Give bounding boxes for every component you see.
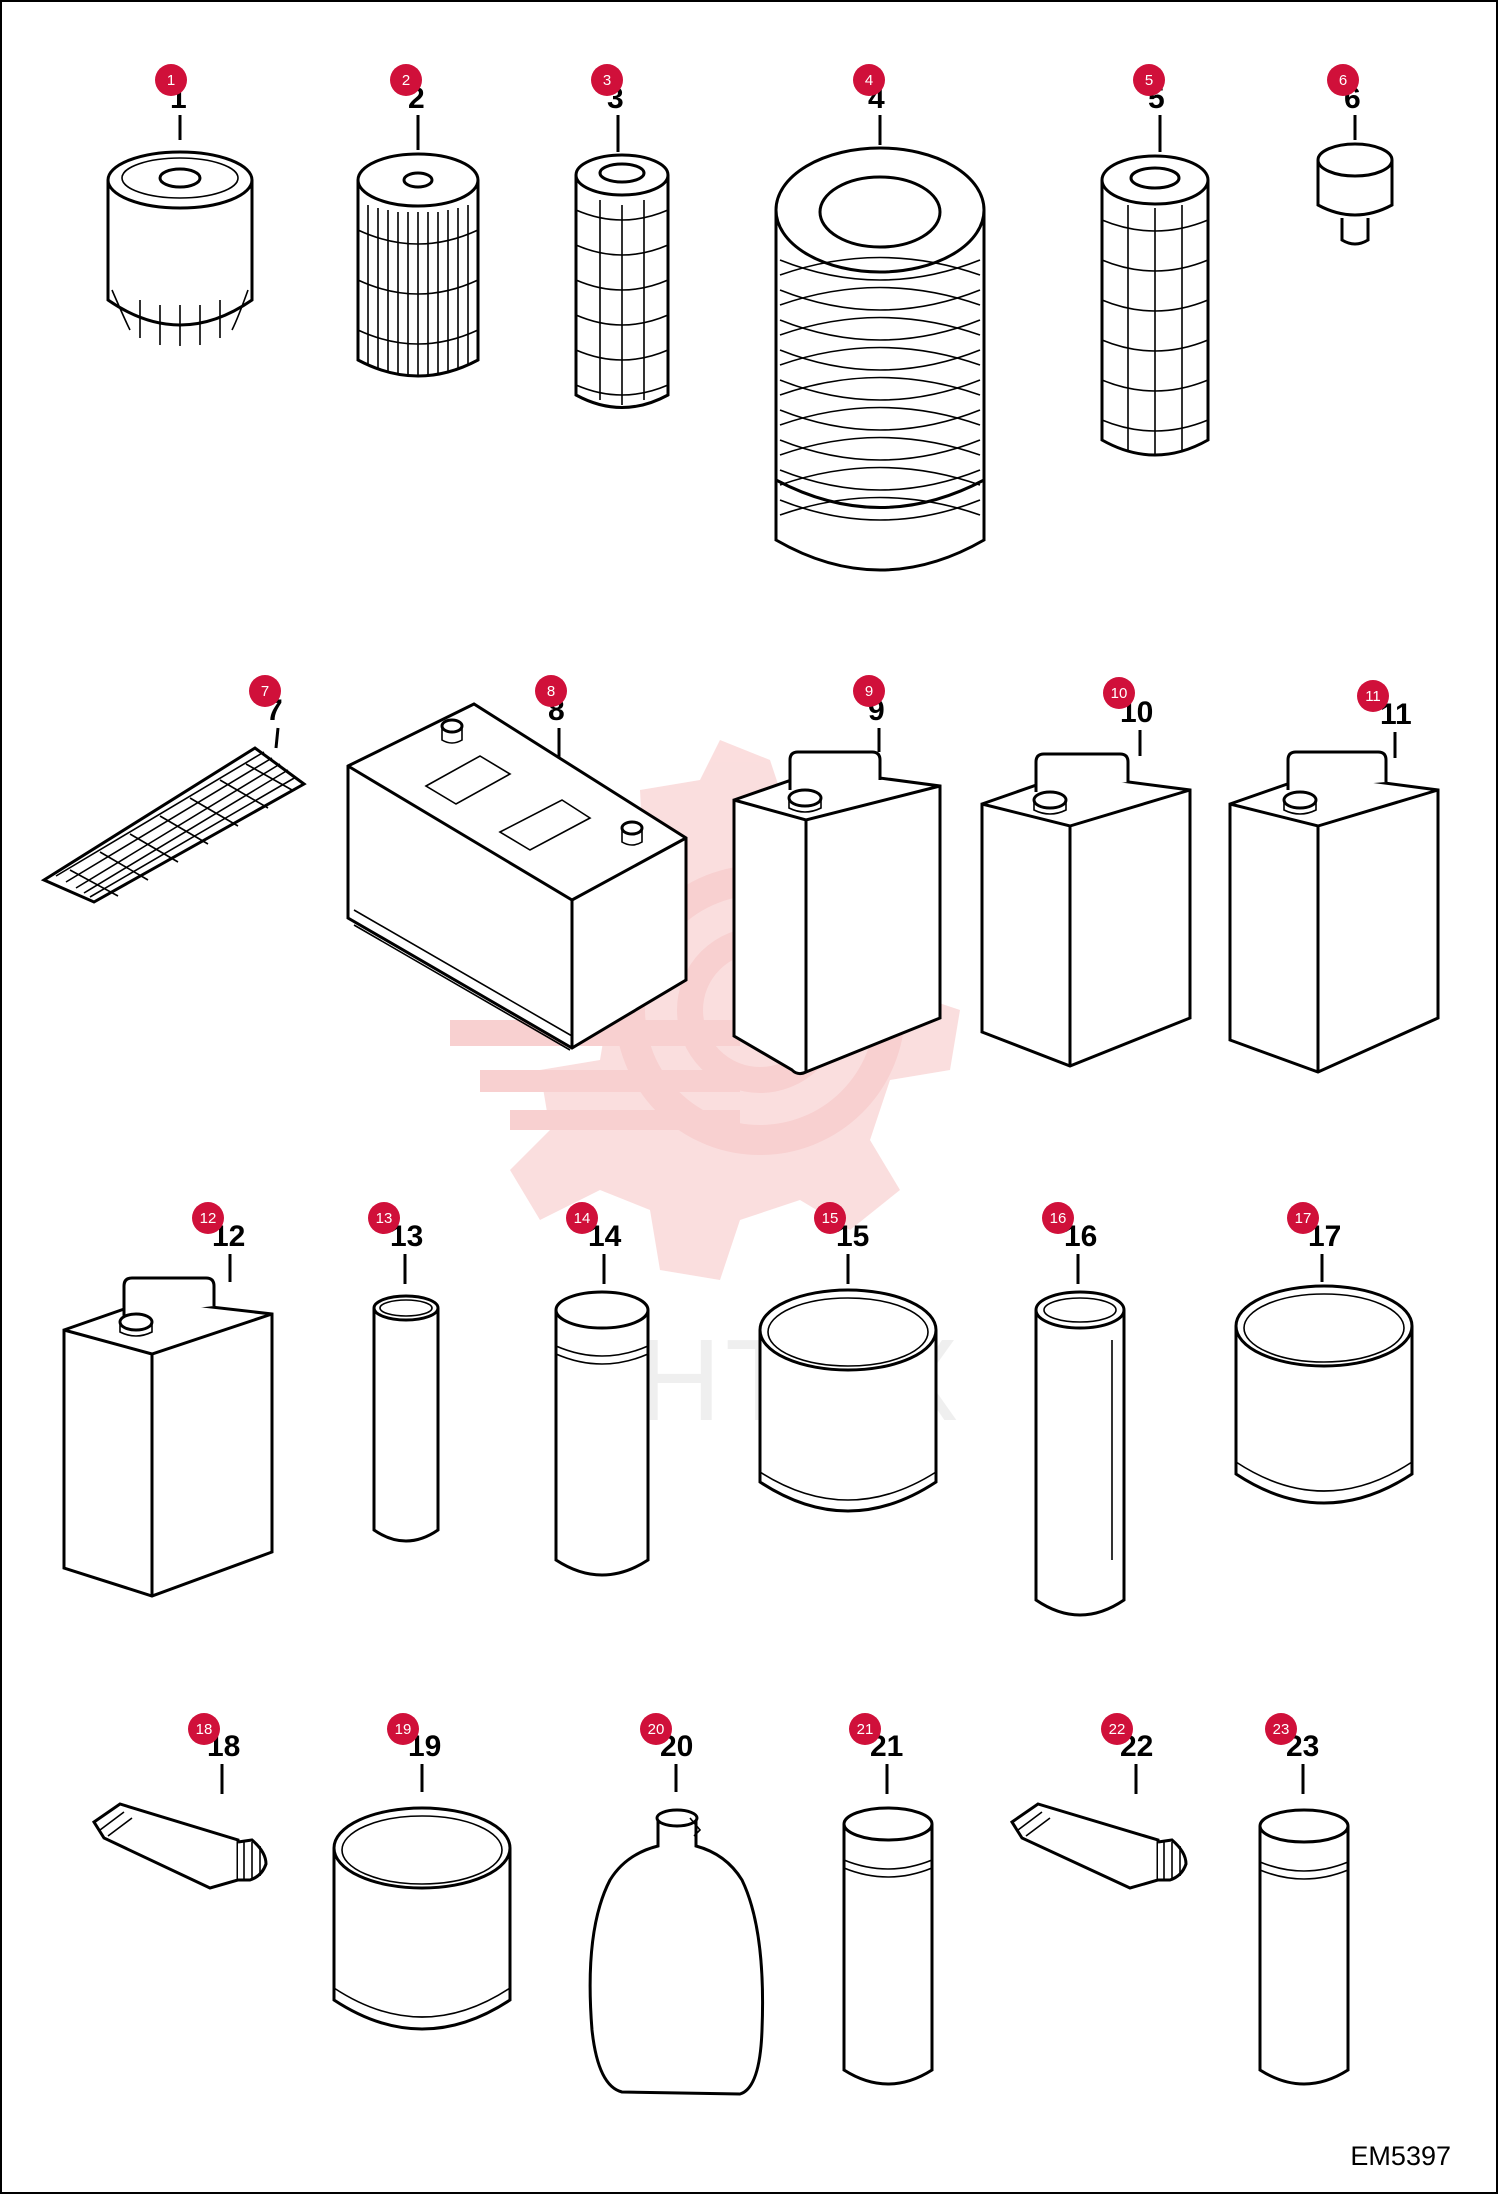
item-12: 12 <box>62 1220 274 1598</box>
callout-badge-9: 9 <box>853 675 885 707</box>
svg-text:11: 11 <box>1365 688 1381 705</box>
item-22: 22 <box>1009 1730 1188 1890</box>
item-9: 9 <box>732 694 942 1076</box>
callout-badge-1: 1 <box>155 64 187 96</box>
svg-text:16: 16 <box>1050 1210 1067 1227</box>
svg-text:5: 5 <box>1145 72 1153 89</box>
svg-text:15: 15 <box>822 1210 839 1227</box>
callout-badge-17: 17 <box>1287 1202 1319 1234</box>
callout-badge-12: 12 <box>192 1202 224 1234</box>
callout-badge-5: 5 <box>1133 64 1165 96</box>
callout-badge-21: 21 <box>849 1713 881 1745</box>
callout-badge-22: 22 <box>1101 1713 1133 1745</box>
figure-id: EM5397 <box>1350 2141 1451 2171</box>
svg-text:2: 2 <box>402 72 410 89</box>
item-14: 14 <box>554 1220 650 1577</box>
svg-text:22: 22 <box>1109 1721 1126 1738</box>
svg-text:3: 3 <box>603 72 611 89</box>
item-5: 5 <box>1100 82 1210 457</box>
item-6: 6 <box>1316 82 1394 246</box>
svg-text:23: 23 <box>1273 1721 1290 1738</box>
svg-text:12: 12 <box>200 1210 217 1227</box>
svg-text:17: 17 <box>1295 1210 1312 1227</box>
item-3: 3 <box>574 82 670 409</box>
item-15: 15 <box>758 1220 938 1513</box>
item-7: 7 <box>40 694 307 904</box>
item-17: 17 <box>1234 1220 1414 1505</box>
callout-badge-2: 2 <box>390 64 422 96</box>
callout-badge-7: 7 <box>249 675 281 707</box>
item-19: 19 <box>332 1730 512 2031</box>
svg-text:18: 18 <box>196 1721 213 1738</box>
item-13: 13 <box>372 1220 440 1543</box>
callout-badge-15: 15 <box>814 1202 846 1234</box>
callout-badge-16: 16 <box>1042 1202 1074 1234</box>
svg-text:1: 1 <box>167 72 175 89</box>
svg-text:10: 10 <box>1111 685 1128 702</box>
callout-badge-20: 20 <box>640 1713 672 1745</box>
svg-text:20: 20 <box>648 1721 665 1738</box>
svg-text:6: 6 <box>1339 72 1347 89</box>
svg-text:13: 13 <box>376 1210 393 1227</box>
svg-text:19: 19 <box>395 1721 412 1738</box>
item-1: 1 <box>106 82 254 346</box>
item-16: 16 <box>1034 1220 1126 1617</box>
item-2: 2 <box>356 82 480 378</box>
svg-text:4: 4 <box>865 72 873 89</box>
callout-badge-3: 3 <box>591 64 623 96</box>
svg-text:14: 14 <box>574 1210 591 1227</box>
item-18: 18 <box>91 1730 268 1890</box>
callout-badge-19: 19 <box>387 1713 419 1745</box>
svg-text:7: 7 <box>261 683 269 700</box>
item-8: 8 <box>346 694 688 1051</box>
callout-badge-11: 11 <box>1357 680 1389 712</box>
callout-badge-18: 18 <box>188 1713 220 1745</box>
callout-badge-8: 8 <box>535 675 567 707</box>
item-11: 11 <box>1228 698 1440 1074</box>
callout-badge-10: 10 <box>1103 677 1135 709</box>
svg-text:21: 21 <box>857 1721 874 1738</box>
svg-text:9: 9 <box>865 683 873 700</box>
item-4: 4 <box>774 82 986 572</box>
item-21: 21 <box>842 1730 934 2086</box>
item-10: 10 <box>980 696 1192 1068</box>
item-23: 23 <box>1258 1730 1350 2086</box>
svg-text:8: 8 <box>547 683 555 700</box>
item-20: 20 <box>588 1730 765 2096</box>
callout-badge-23: 23 <box>1265 1713 1297 1745</box>
callout-badge-6: 6 <box>1327 64 1359 96</box>
callout-badge-13: 13 <box>368 1202 400 1234</box>
callout-badge-14: 14 <box>566 1202 598 1234</box>
callout-badge-4: 4 <box>853 64 885 96</box>
